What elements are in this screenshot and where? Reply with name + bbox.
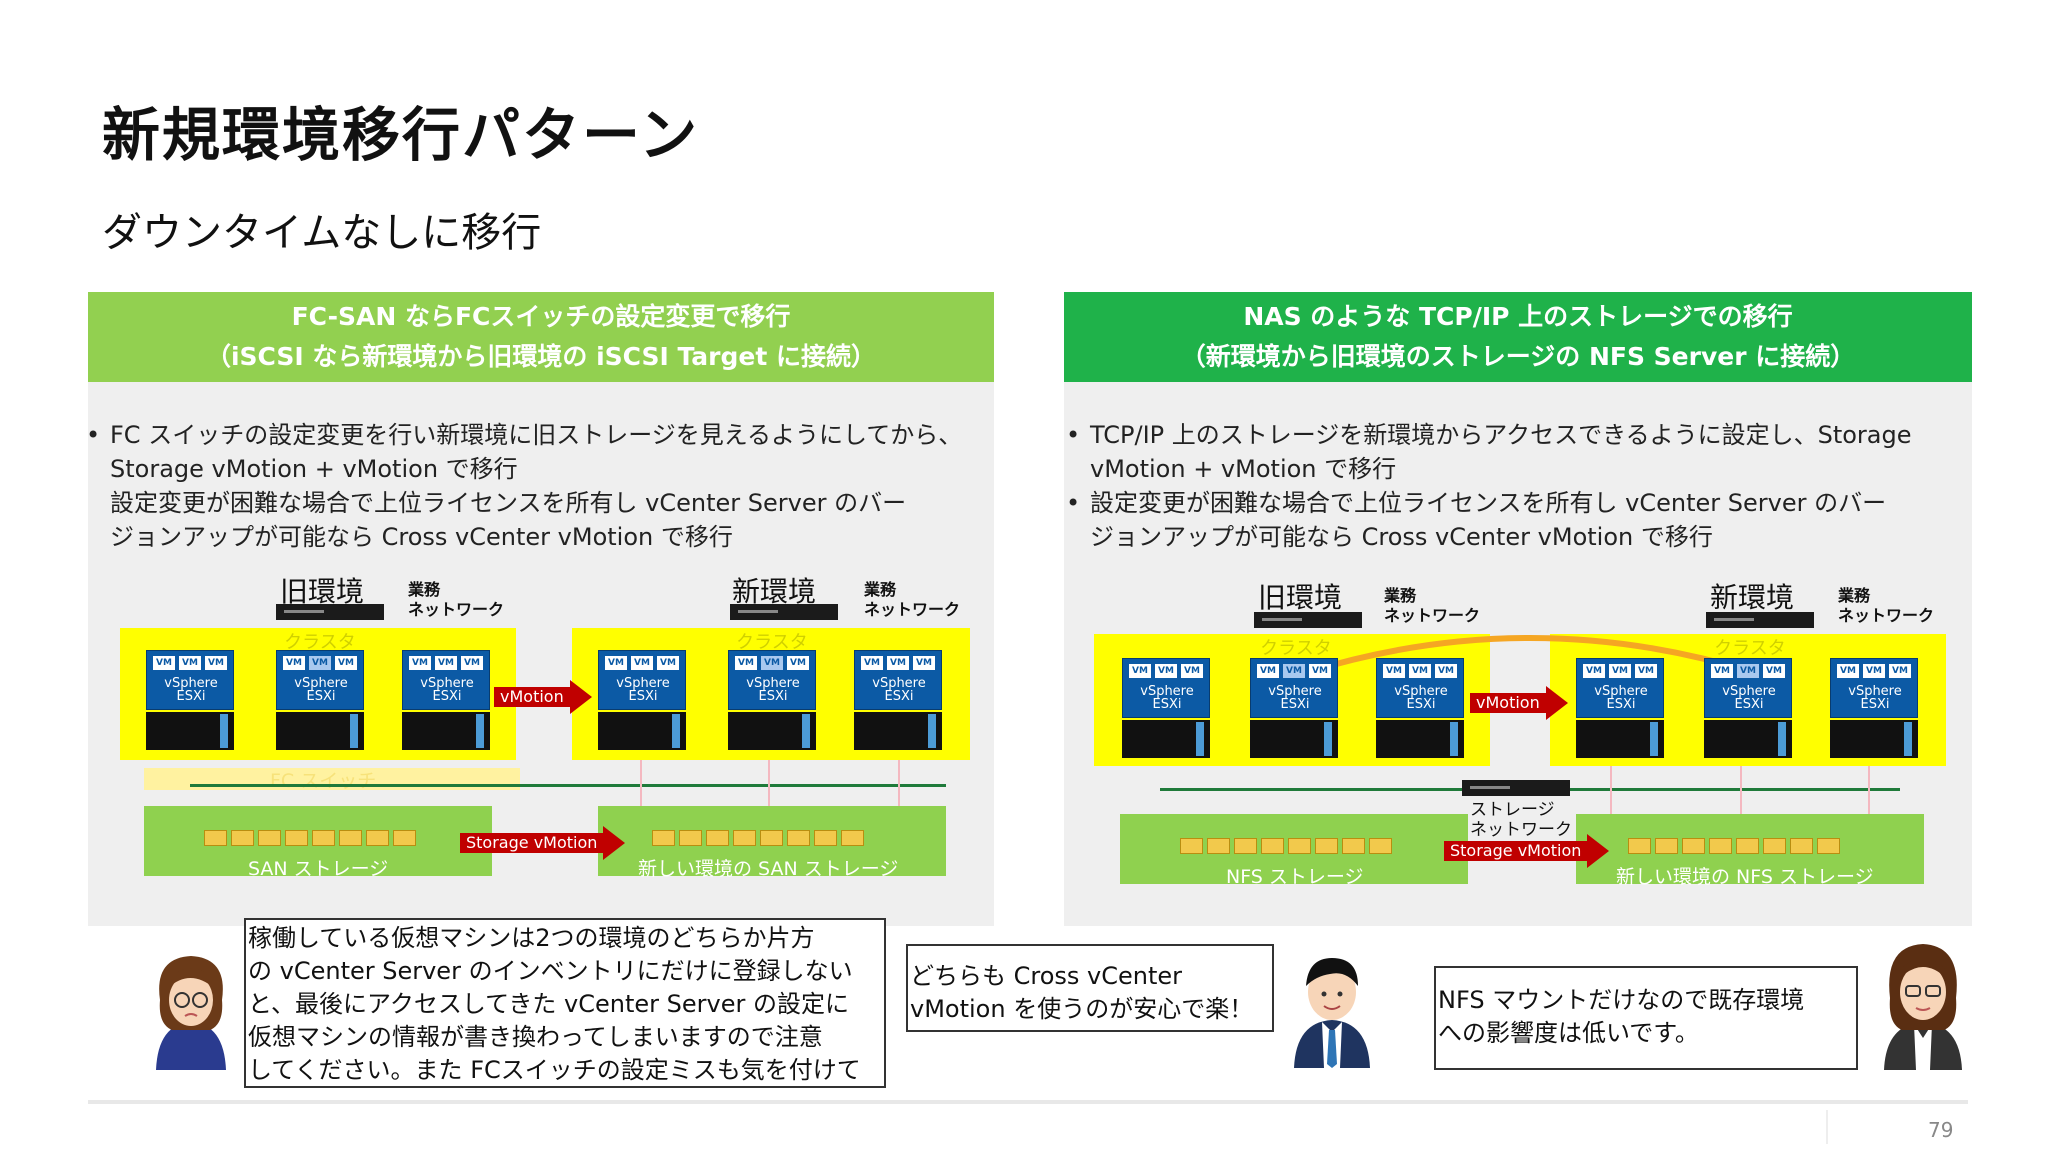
- left-bubble-line3: と、最後にアクセスしてきた vCenter Server の設定に: [248, 990, 849, 1018]
- left-fc-line: [190, 784, 946, 787]
- right-bubble-line1: NFS マウントだけなので既存環境: [1438, 986, 1805, 1014]
- right-header-line1: NAS のような TCP/IP 上のストレージでの移行: [1243, 302, 1793, 331]
- left-bubble-line1: 稼働している仮想マシンは2つの環境のどちらか片方: [248, 924, 815, 952]
- right-storage-switch: [1462, 780, 1570, 796]
- right-storage-vmotion-arrow: Storage vMotion: [1444, 834, 1610, 868]
- left-bubble-line5: してください。また FCスイッチの設定ミスも気を付けて: [248, 1056, 861, 1084]
- left-header-line2: （iSCSI なら新環境から旧環境の iSCSI Target に接続）: [205, 342, 877, 371]
- right-bullet-1-line1: TCP/IP 上のストレージを新環境からアクセスできるように設定し、Storag…: [1090, 421, 1912, 449]
- middle-bubble-line2: vMotion を使うのが安心で楽！: [910, 995, 1254, 1023]
- left-old-env-label: 旧環境: [280, 575, 365, 608]
- middle-speech-bubble: どちらも Cross vCenter vMotion を使うのが安心で楽！: [906, 944, 1274, 1032]
- middle-bubble-line1: どちらも Cross vCenter: [910, 962, 1183, 990]
- left-old-biz-net-label: 業務ネットワーク: [408, 580, 505, 619]
- left-fc-switch-label: FC スイッチ: [270, 770, 377, 792]
- left-old-cluster-label: クラスタ: [284, 632, 356, 653]
- left-new-biz-net-label: 業務ネットワーク: [864, 580, 961, 619]
- page-number-separator: [1826, 1110, 1828, 1144]
- left-old-net-switch: [276, 604, 384, 620]
- right-old-cluster-label: クラスタ: [1260, 638, 1332, 659]
- page-number: 79: [1928, 1118, 1954, 1142]
- right-new-env-label: 新環境: [1710, 581, 1795, 614]
- left-bubble-line2: の vCenter Server のインベントリにだけに登録しない: [248, 957, 853, 985]
- left-speech-bubble: 稼働している仮想マシンは2つの環境のどちらか片方 の vCenter Serve…: [244, 918, 886, 1088]
- left-vmotion-arrow: vMotion: [494, 680, 592, 714]
- right-header-line2: （新環境から旧環境のストレージの NFS Server に接続）: [1180, 342, 1856, 371]
- right-speech-bubble: NFS マウントだけなので既存環境 への影響度は低いです。: [1434, 966, 1858, 1070]
- footer-divider: [88, 1100, 1968, 1104]
- left-header: FC-SAN ならFCスイッチの設定変更で移行 （iSCSI なら新環境から旧環…: [88, 292, 994, 382]
- left-bullet-1-line1: FC スイッチの設定変更を行い新環境に旧ストレージを見えるようにしてから、: [110, 421, 963, 449]
- right-bullet-2-line2: ジョンアップが可能なら Cross vCenter vMotion で移行: [1090, 523, 1713, 551]
- left-header-line1: FC-SAN ならFCスイッチの設定変更で移行: [291, 302, 791, 331]
- left-bullet-1-line3: 設定変更が困難な場合で上位ライセンスを所有し vCenter Server のバ…: [110, 489, 907, 517]
- right-new-net-switch: [1706, 612, 1814, 628]
- left-san-disks: [204, 830, 416, 846]
- right-bullet-1-line2: vMotion + vMotion で移行: [1090, 455, 1397, 483]
- right-cross-vcenter-arc: [1294, 635, 1766, 678]
- woman-with-glasses-avatar: [156, 956, 226, 1070]
- left-new-env-label: 新環境: [732, 575, 817, 608]
- left-new-san-storage-label: 新しい環境の SAN ストレージ: [638, 858, 899, 880]
- businessman-avatar: [1294, 958, 1370, 1068]
- page-subtitle: ダウンタイムなしに移行: [102, 210, 542, 256]
- left-new-cluster-label: クラスタ: [736, 632, 808, 653]
- left-new-san-disks: [652, 830, 864, 846]
- left-san-storage-label: SAN ストレージ: [248, 858, 389, 880]
- right-old-env-label: 旧環境: [1258, 581, 1343, 614]
- right-vmotion-arrow: vMotion: [1470, 686, 1568, 720]
- left-bullet-1-line2: Storage vMotion + vMotion で移行: [110, 455, 518, 483]
- right-bubble-line2: への影響度は低いです。: [1438, 1019, 1699, 1047]
- right-new-nfs-disks: [1628, 838, 1840, 854]
- right-old-biz-net-label: 業務ネットワーク: [1384, 586, 1481, 625]
- right-new-nfs-storage-label: 新しい環境の NFS ストレージ: [1616, 866, 1874, 888]
- right-storage-net-label: ストレージネットワーク: [1470, 800, 1572, 840]
- right-bullet-2-line1: 設定変更が困難な場合で上位ライセンスを所有し vCenter Server のバ…: [1090, 489, 1887, 517]
- left-bullets: •FC スイッチの設定変更を行い新環境に旧ストレージを見えるようにしてから、 S…: [86, 418, 1006, 554]
- businesswoman-avatar: [1884, 944, 1962, 1070]
- right-new-biz-net-label: 業務ネットワーク: [1838, 586, 1935, 625]
- page-title: 新規環境移行パターン: [102, 101, 700, 169]
- left-bubble-line4: 仮想マシンの情報が書き換わってしまいますので注意: [248, 1023, 823, 1051]
- right-bullets: •TCP/IP 上のストレージを新環境からアクセスできるように設定し、Stora…: [1066, 418, 1966, 554]
- left-new-net-switch: [730, 604, 838, 620]
- right-nfs-disks: [1180, 838, 1392, 854]
- right-header: NAS のような TCP/IP 上のストレージでの移行 （新環境から旧環境のスト…: [1064, 292, 1972, 382]
- right-old-net-switch: [1254, 612, 1362, 628]
- right-new-cluster-label: クラスタ: [1714, 638, 1786, 659]
- right-nfs-storage-label: NFS ストレージ: [1226, 866, 1364, 888]
- left-storage-vmotion-arrow: Storage vMotion: [460, 826, 626, 860]
- left-bullet-1-line4: ジョンアップが可能なら Cross vCenter vMotion で移行: [110, 523, 733, 551]
